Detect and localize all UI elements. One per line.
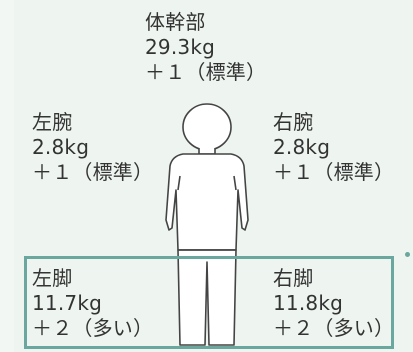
trunk-label: 体幹部 29.3kg ＋１（標準）	[145, 10, 266, 85]
trunk-mass: 29.3kg	[145, 35, 216, 59]
trunk-score: ＋１（標準）	[145, 60, 267, 84]
right-leg-label: 右脚 11.8kg ＋２（多い）	[273, 266, 394, 341]
right-leg-part: 右脚	[273, 266, 314, 290]
torso-shape	[165, 153, 249, 251]
right-leg-score: ＋２（多い）	[273, 316, 395, 340]
neck-shape	[198, 148, 216, 155]
legs-shape	[177, 249, 237, 346]
left-arm-score: ＋１（標準）	[32, 160, 154, 184]
left-strip	[0, 0, 14, 352]
left-arm-mass: 2.8kg	[32, 135, 90, 159]
left-leg-label: 左脚 11.7kg ＋２（多い）	[32, 266, 153, 341]
left-leg-part: 左脚	[32, 266, 73, 290]
right-arm-score: ＋１（標準）	[273, 160, 395, 184]
right-arm-label: 右腕 2.8kg ＋１（標準）	[273, 110, 394, 185]
legs-highlight-box	[24, 256, 394, 349]
left-arm-part: 左腕	[32, 110, 73, 134]
left-arm-label: 左腕 2.8kg ＋１（標準）	[32, 110, 153, 185]
right-arm-part: 右腕	[273, 110, 314, 134]
right-leg-mass: 11.8kg	[273, 291, 344, 315]
trunk-part: 体幹部	[145, 10, 206, 34]
left-leg-score: ＋２（多い）	[32, 316, 154, 340]
right-arm-mass: 2.8kg	[273, 135, 331, 159]
indicator-dot	[405, 252, 410, 257]
head-shape	[182, 103, 232, 151]
left-leg-mass: 11.7kg	[32, 291, 103, 315]
